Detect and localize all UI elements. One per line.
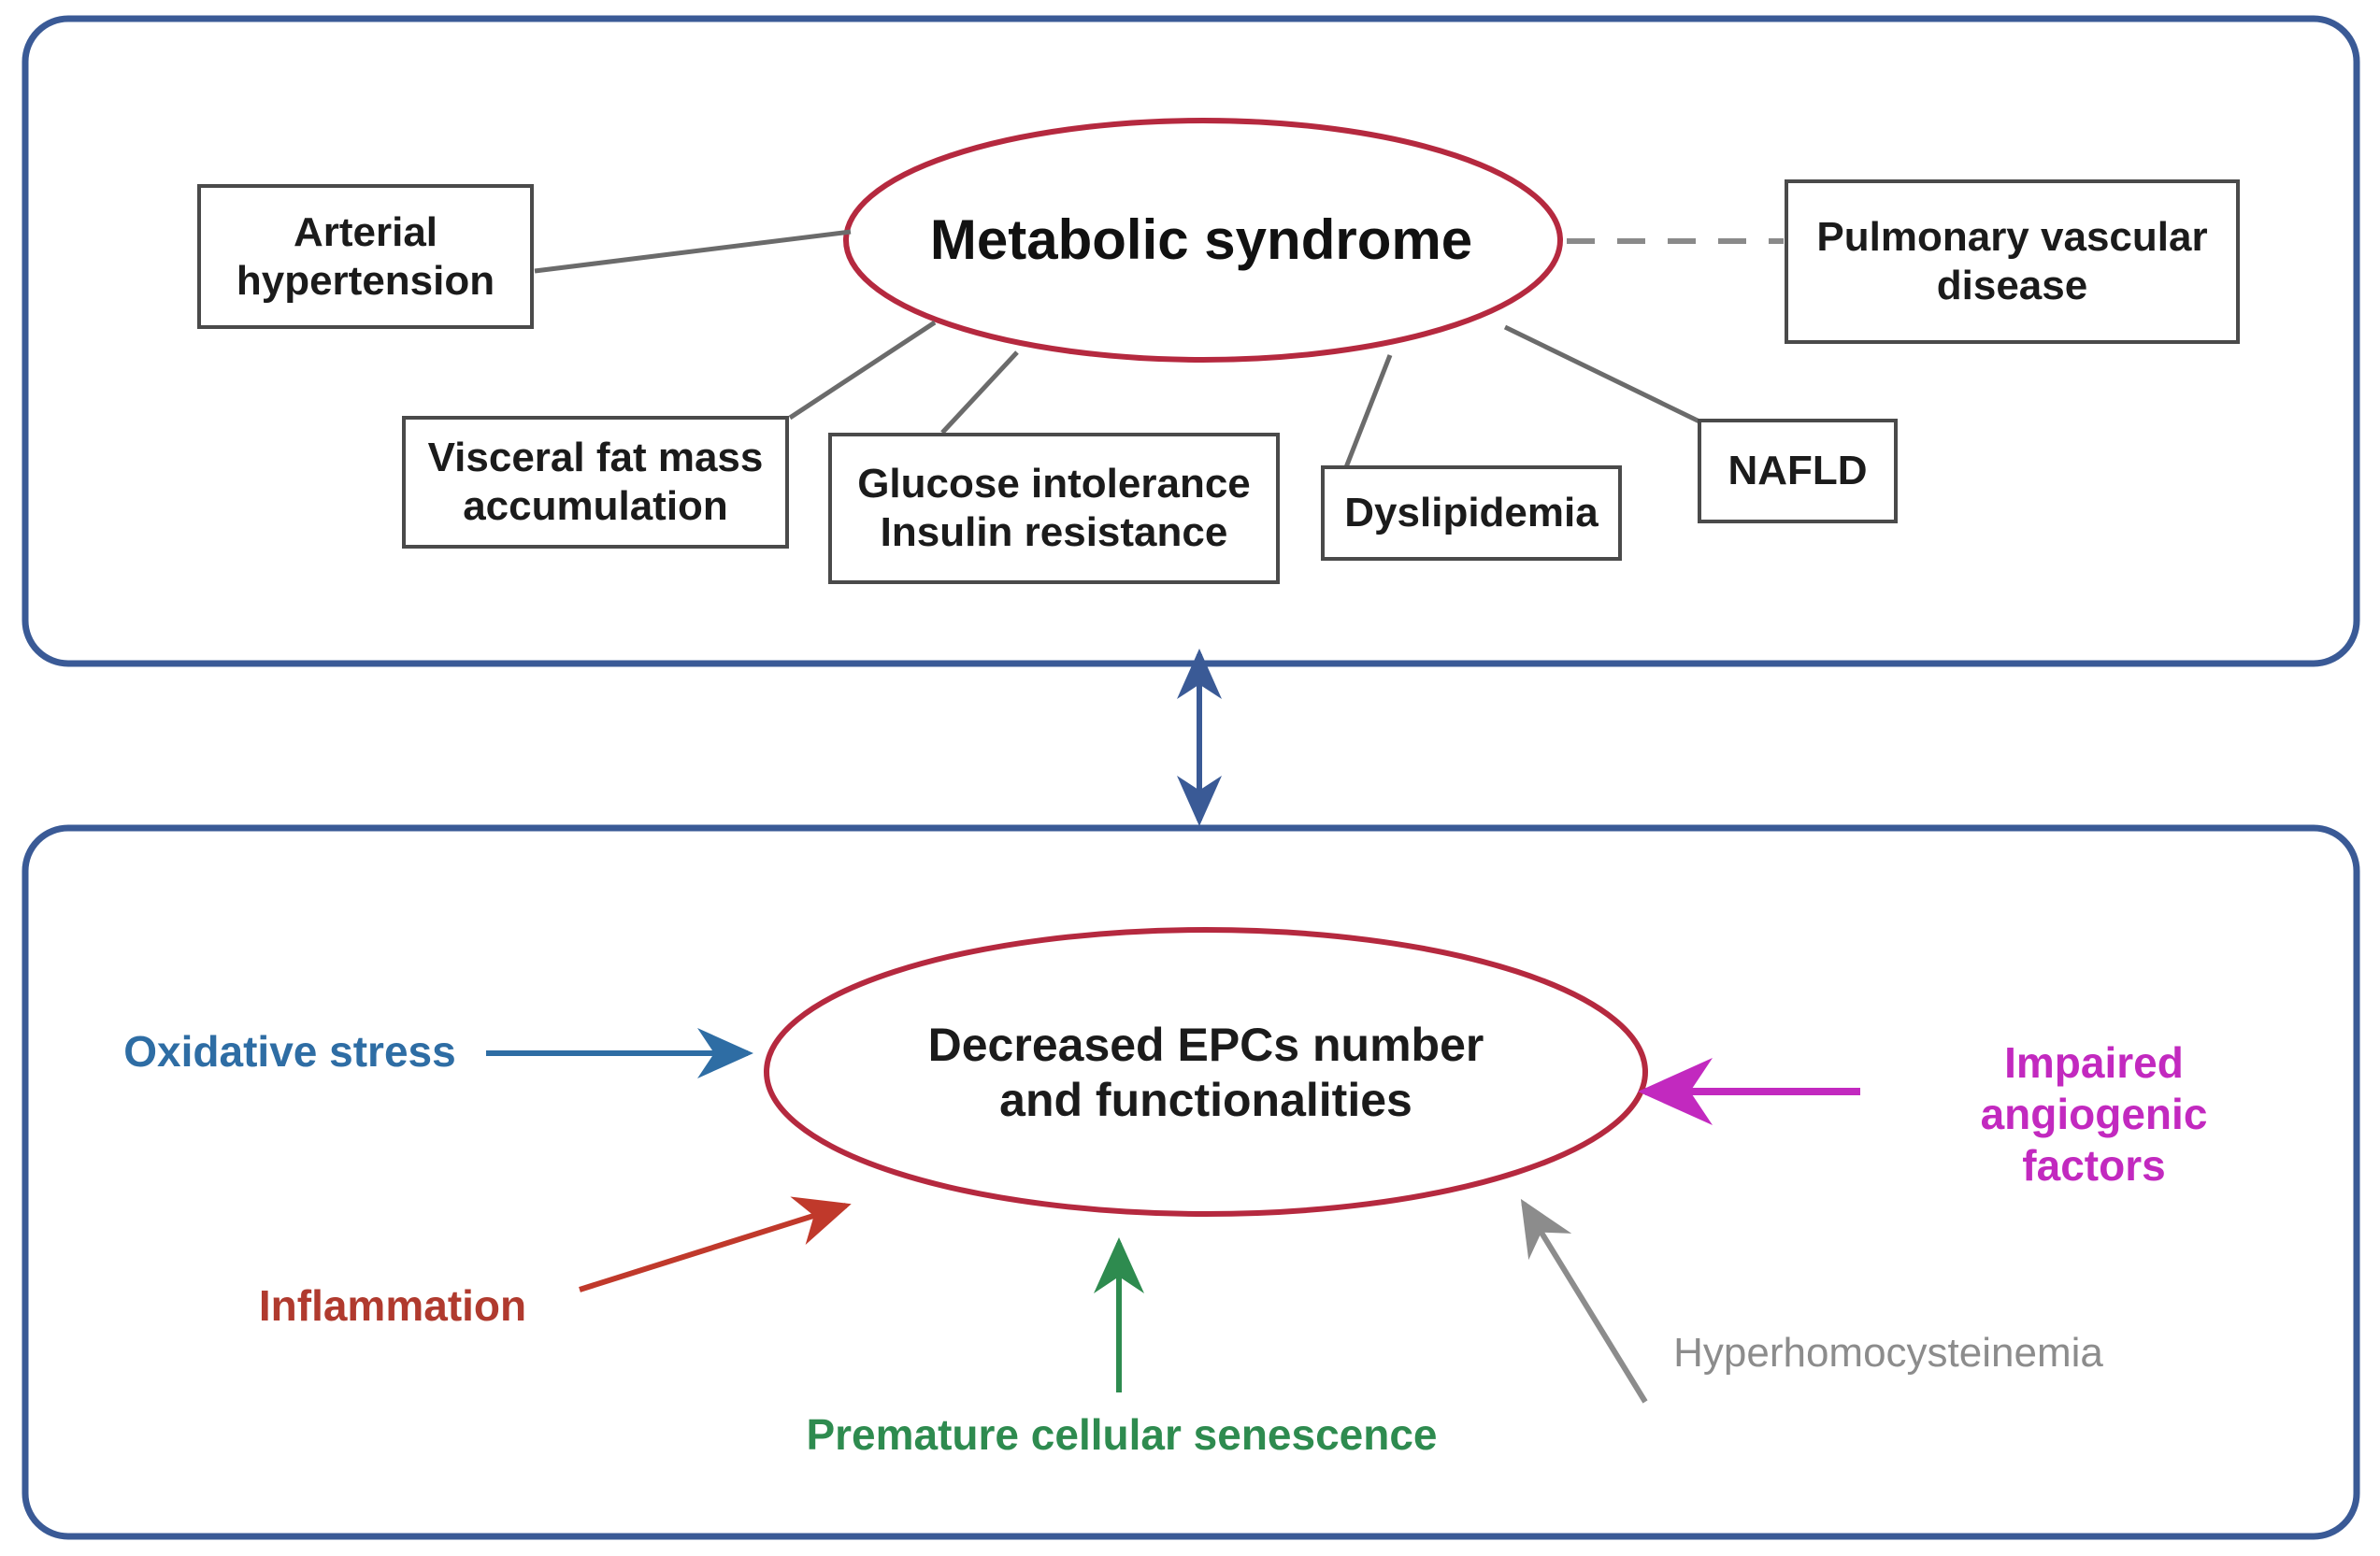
box-nafld[interactable]: NAFLD [1698,419,1898,523]
line-2: and functionalities [999,1073,1412,1126]
label-impaired-angiogenic-factors-lines: Impaired angiogenic factors [1981,1038,2208,1190]
connector-arterial-hypertension [534,229,852,274]
decreased-epcs-title-lines: Decreased EPCs number and functionalitie… [928,1018,1484,1128]
box-pulmonary-vascular-disease-label: Pulmonary vascular disease [1816,213,2207,310]
line-2: Insulin resistance [880,509,1228,555]
box-nafld-label: NAFLD [1728,448,1868,494]
line-1: Decreased EPCs number [927,1018,1484,1071]
box-dyslipidemia-label: Dyslipidemia [1344,490,1599,536]
connector-visceral-fat [788,320,937,421]
arrow-inflammation [579,1196,852,1292]
line-2: disease [1936,263,2088,308]
line-2: factors [2022,1141,2166,1191]
connector-glucose-intolerance [940,350,1019,435]
box-dyslipidemia[interactable]: Dyslipidemia [1321,465,1622,561]
box-glucose-intolerance[interactable]: Glucose intolerance Insulin resistance [828,433,1280,584]
label-inflammation: Inflammation [258,1281,527,1330]
box-visceral-fat-mass[interactable]: Visceral fat mass accumulation [402,416,789,549]
line-2: hypertension [236,257,495,304]
box-pulmonary-vascular-disease[interactable]: Pulmonary vascular disease [1785,179,2240,344]
box-arterial-hypertension-label: Arterial hypertension [237,208,495,306]
box-glucose-intolerance-label: Glucose intolerance Insulin resistance [857,460,1251,557]
label-impaired-angiogenic-factors: Impaired angiogenic factors [1888,1037,2300,1192]
line-2: accumulation [463,483,728,529]
metabolic-syndrome-title: Metabolic syndrome [929,208,1473,272]
label-oxidative-stress: Oxidative stress [123,1027,456,1076]
connector-nafld [1503,324,1703,425]
line-1: Visceral fat mass [427,435,764,481]
box-arterial-hypertension[interactable]: Arterial hypertension [197,184,534,329]
decreased-epcs-title: Decreased EPCs number and functionalitie… [841,1005,1570,1140]
line-1: Pulmonary vascular [1816,214,2208,261]
line-1: Arterial [293,208,438,255]
label-hyperhomocysteinemia: Hyperhomocysteinemia [1673,1330,2103,1376]
connector-dyslipidemia [1343,354,1393,468]
line-1: Impaired angiogenic [1980,1038,2208,1139]
line-1: Glucose intolerance [857,461,1251,507]
label-premature-cellular-senescence: Premature cellular senescence [806,1410,1438,1459]
box-visceral-fat-mass-label: Visceral fat mass accumulation [428,434,764,531]
